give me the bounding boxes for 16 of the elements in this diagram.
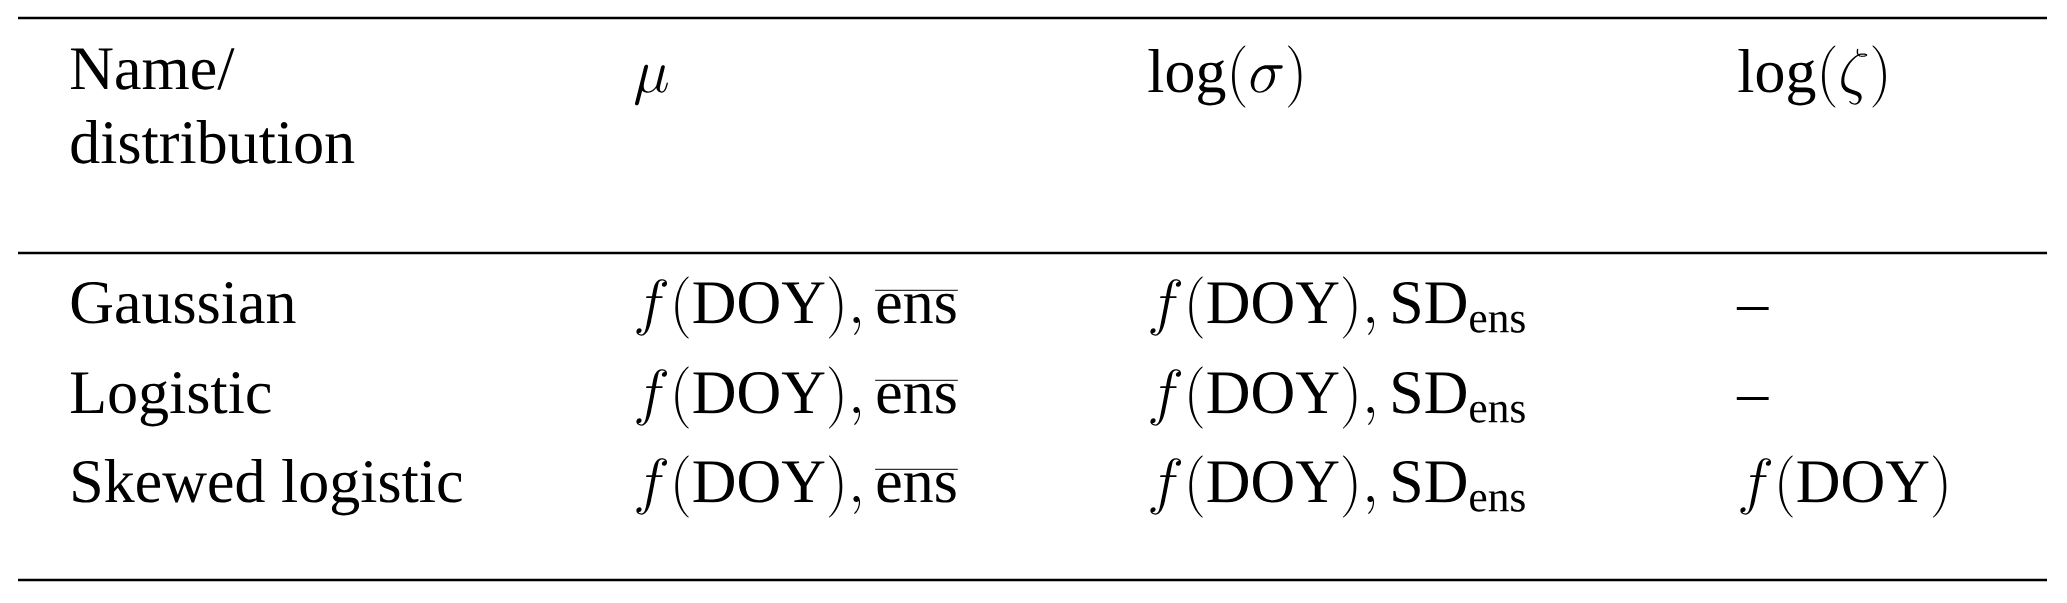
table-value: $f(\mathrm{DOY}), \mathrm{SD}_{\mathrm{ens}}$ [1150,366,1525,429]
table-value: $\text{–}$ [1736,397,1769,401]
table-value: $f(\mathrm{DOY}), \mathrm{SD}_{\mathrm{ens}}$ [1150,455,1525,518]
table-value: $f(\mathrm{DOY}), \overline{\mathrm{ens}}$ [636,455,958,518]
row-label: Skewed logistic [73,459,462,516]
column-header: Name/ distribution [71,48,355,164]
row-label: Gaussian [71,281,296,324]
table-value: $f(\mathrm{DOY})$ [1740,455,1947,518]
column-header: $\mu$ [634,64,668,106]
column-header: $\log(\sigma)$ [1148,45,1302,108]
column-header: $\log(\zeta)$ [1738,45,1886,108]
table-value: $f(\mathrm{DOY}), \mathrm{SD}_{\mathrm{ens}}$ [1150,276,1525,339]
table-value: $f(\mathrm{DOY}), \overline{\mathrm{ens}}$ [636,366,958,429]
table-value: $f(\mathrm{DOY}), \overline{\mathrm{ens}}$ [636,276,958,339]
row-label: Logistic [71,371,271,427]
table-value: $\text{–}$ [1736,307,1769,311]
